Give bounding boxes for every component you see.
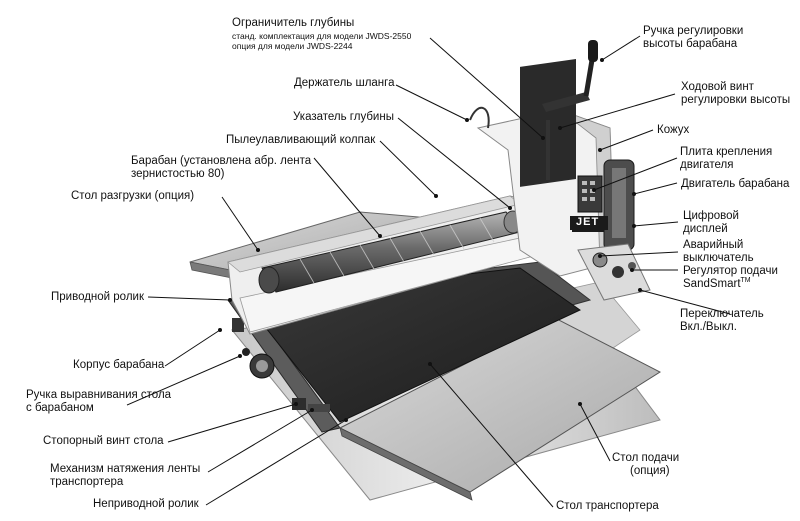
control-panel: [577, 243, 651, 301]
label-feed-reg-brand: SandSmart: [683, 278, 741, 290]
label-motor-plate-line2: двигателя: [680, 159, 734, 171]
label-dust-hood: Пылеулавливающий колпак: [226, 134, 376, 146]
brand-label: JET: [576, 216, 600, 228]
label-table-align-line2: с барабаном: [26, 402, 94, 414]
drum-motor: [603, 159, 635, 251]
label-belt-tension-line2: транспортера: [50, 476, 124, 488]
brand-plate: [570, 216, 608, 230]
label-lead-screw-line1: Ходовой винт: [681, 81, 754, 93]
label-lead-screw-line2: регулировки высоты: [681, 94, 791, 106]
label-switch-line1: Переключатель: [680, 308, 764, 320]
label-estop-line1: Аварийный: [683, 239, 744, 251]
label-motor-plate-line1: Плита крепления: [680, 146, 773, 158]
label-hose-holder: Держатель шланга: [294, 77, 395, 89]
label-belt-tension-line1: Механизм натяжения ленты: [50, 463, 201, 475]
label-drive-roller: Приводной ролик: [51, 291, 144, 303]
label-idler-roller: Неприводной ролик: [93, 498, 199, 510]
label-height-handle-line1: Ручка регулировки: [643, 25, 744, 37]
label-drum-line1: Барабан (установлена абр. лента: [131, 155, 312, 167]
leader-arrows: [218, 58, 642, 422]
label-depth-limiter-std: станд. комплектация для модели JWDS-2550: [232, 31, 412, 41]
height-handle: [542, 40, 598, 180]
label-display-line1: Цифровой: [683, 210, 739, 222]
label-infeed-line2: (опция): [630, 465, 670, 477]
label-estop-line2: выключатель: [683, 252, 754, 264]
label-conveyor-table: Стол транспортера: [556, 500, 659, 512]
label-feed-reg-line2: SandSmartTM: [683, 277, 751, 291]
label-table-lock-screw: Стопорный винт стола: [43, 435, 164, 447]
sanding-drum: [258, 210, 523, 294]
label-switch-line2: Вкл./Выкл.: [680, 321, 737, 333]
label-depth-limiter-opt: опция для модели JWDS-2244: [232, 41, 353, 51]
label-infeed-line1: Стол подачи: [612, 452, 680, 464]
label-feed-reg-line1: Регулятор подачи: [683, 265, 778, 277]
label-depth-indicator: Указатель глубины: [293, 111, 394, 123]
label-cover: Кожух: [657, 124, 690, 136]
label-depth-limiter: Ограничитель глубины: [232, 17, 355, 29]
label-drum-housing: Корпус барабана: [73, 359, 165, 371]
label-display-line2: дисплей: [683, 223, 728, 235]
label-table-align-line1: Ручка выравнивания стола: [26, 389, 172, 401]
label-drum-line2: зернистостью 80): [131, 168, 225, 180]
label-height-handle-line2: высоты барабана: [643, 38, 738, 50]
label-feed-reg-tm: TM: [740, 277, 751, 285]
hose-holder: [469, 106, 490, 129]
label-outfeed-table: Стол разгрузки (опция): [71, 190, 195, 202]
front-mechanisms: [232, 318, 330, 412]
label-drum-motor: Двигатель барабана: [681, 178, 790, 190]
leader-lines: [126, 35, 731, 508]
